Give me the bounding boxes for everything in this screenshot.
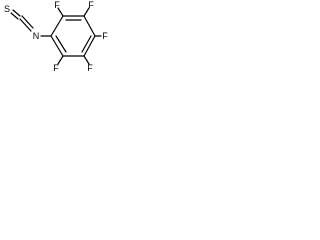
bond-c-n [19, 18, 32, 32]
bond-f-bottom-right [83, 55, 90, 65]
bond-f-top-left [57, 7, 64, 17]
atom-fluorine-top-left: F [54, 0, 60, 10]
ring-bond-6 [50, 35, 64, 57]
atom-fluorine-right: F [102, 31, 108, 41]
atom-nitrogen: N [33, 31, 40, 41]
atom-fluorine-bottom: F [87, 63, 93, 73]
atom-fluorine-top-right: F [88, 0, 94, 10]
ring-bond-1 [50, 15, 64, 37]
ring-double-3 [55, 35, 67, 53]
ring-double-2 [81, 35, 92, 53]
ring-bond-4 [83, 35, 96, 57]
bond-s-c [10, 12, 19, 20]
molecule-structure: S N F F F F F [4, 0, 108, 73]
bond-f-bottom-left [57, 55, 64, 65]
ring-bond-3 [83, 15, 96, 37]
bond-s-c-double [12, 9, 21, 17]
atom-sulfur: S [4, 4, 10, 14]
bond-f-top-right [83, 7, 90, 17]
atom-fluorine-bottom-left: F [53, 63, 59, 73]
bond-c-n-double [21, 15, 34, 29]
